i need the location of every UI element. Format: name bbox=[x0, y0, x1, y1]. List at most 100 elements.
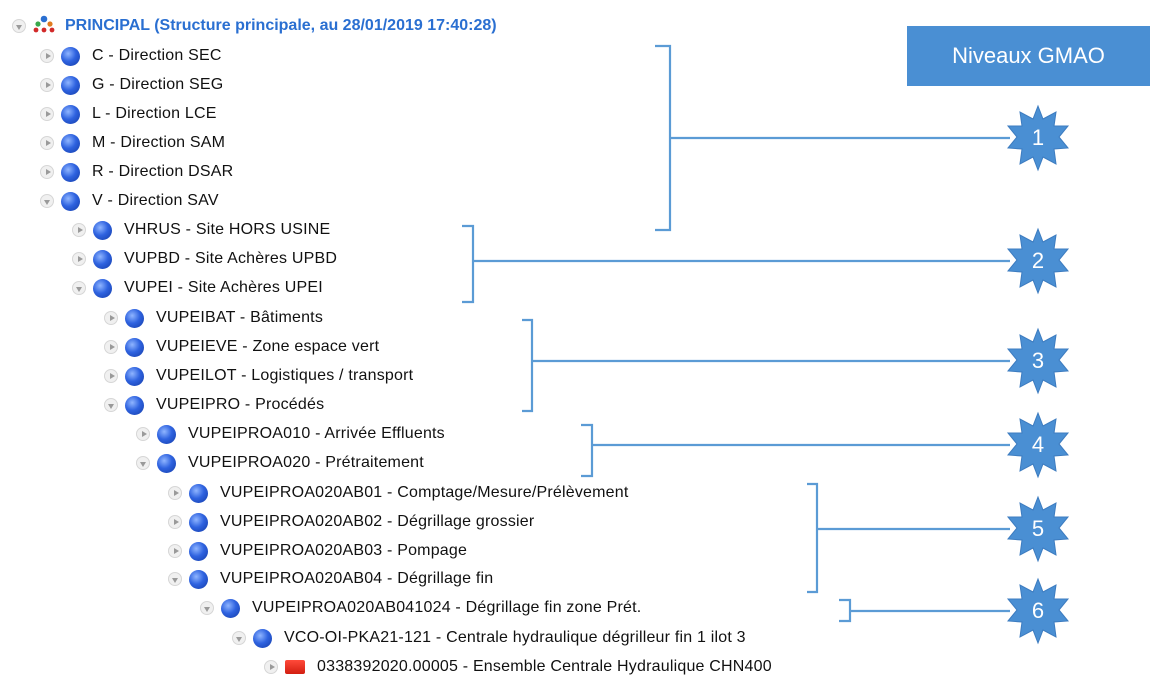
tree-node-label[interactable]: G - Direction SEG bbox=[92, 76, 224, 93]
collapse-icon[interactable] bbox=[136, 456, 150, 470]
tree-node-label[interactable]: VUPBD - Site Achères UPBD bbox=[124, 250, 338, 267]
level-badge-2-label: 2 bbox=[1032, 248, 1044, 273]
blue-sphere-icon bbox=[157, 424, 176, 444]
tree-node-label[interactable]: VUPEIEVE - Zone espace vert bbox=[156, 338, 380, 355]
blue-sphere-icon bbox=[125, 337, 144, 357]
level-badge-2: 2 bbox=[1006, 227, 1070, 295]
tree-node[interactable]: 0338392020.00005 - Ensemble Centrale Hyd… bbox=[264, 655, 772, 679]
blue-sphere-icon bbox=[253, 628, 272, 648]
collapse-icon[interactable] bbox=[168, 572, 182, 586]
tree-node[interactable]: VUPEIPROA020AB02 - Dégrillage grossier bbox=[168, 510, 534, 534]
expand-icon[interactable] bbox=[72, 223, 86, 237]
tree-node[interactable]: M - Direction SAM bbox=[40, 131, 225, 155]
tree-node-label[interactable]: VUPEIPROA020AB04 - Dégrillage fin bbox=[220, 570, 494, 587]
collapse-icon[interactable] bbox=[40, 194, 54, 208]
expand-icon[interactable] bbox=[72, 252, 86, 266]
tree-node-label[interactable]: C - Direction SEC bbox=[92, 47, 222, 64]
tree-root-label[interactable]: PRINCIPAL (Structure principale, au 28/0… bbox=[65, 17, 497, 34]
level-badge-4-label: 4 bbox=[1032, 432, 1044, 457]
bracket-4 bbox=[581, 423, 594, 478]
level-badge-1-label: 1 bbox=[1032, 125, 1044, 150]
tree-node[interactable]: VUPEIPROA020AB04 - Dégrillage fin bbox=[168, 567, 493, 591]
tree-node[interactable]: VUPEIPROA010 - Arrivée Effluents bbox=[136, 422, 445, 446]
level-badge-3-label: 3 bbox=[1032, 348, 1044, 373]
collapse-icon[interactable] bbox=[200, 601, 214, 615]
expand-icon[interactable] bbox=[104, 369, 118, 383]
level-badge-6-label: 6 bbox=[1032, 598, 1044, 623]
collapse-icon[interactable] bbox=[72, 281, 86, 295]
tree-node[interactable]: VUPEIPROA020AB03 - Pompage bbox=[168, 539, 467, 563]
tree-node-label[interactable]: VUPEIPRO - Procédés bbox=[156, 396, 325, 413]
tree-node[interactable]: VUPBD - Site Achères UPBD bbox=[72, 247, 337, 271]
tree-root[interactable]: PRINCIPAL (Structure principale, au 28/0… bbox=[12, 14, 497, 38]
level-badge-1: 1 bbox=[1006, 104, 1070, 172]
blue-sphere-icon bbox=[61, 46, 80, 66]
tree-node-label[interactable]: VUPEIPROA020AB041024 - Dégrillage fin zo… bbox=[252, 599, 642, 616]
tree-node[interactable]: VUPEIPROA020 - Prétraitement bbox=[136, 451, 424, 475]
expand-icon[interactable] bbox=[264, 660, 278, 674]
tree-node-label[interactable]: M - Direction SAM bbox=[92, 134, 226, 151]
tree-node[interactable]: VUPEI - Site Achères UPEI bbox=[72, 276, 323, 300]
expand-icon[interactable] bbox=[40, 165, 54, 179]
tree-node[interactable]: R - Direction DSAR bbox=[40, 160, 233, 184]
bracket-1 bbox=[655, 44, 672, 232]
tree-node[interactable]: VHRUS - Site HORS USINE bbox=[72, 218, 330, 242]
blue-sphere-icon bbox=[93, 278, 112, 298]
tree-node[interactable]: VUPEILOT - Logistiques / transport bbox=[104, 364, 413, 388]
expand-icon[interactable] bbox=[168, 515, 182, 529]
tree-node-label[interactable]: VHRUS - Site HORS USINE bbox=[124, 221, 331, 238]
blue-sphere-icon bbox=[93, 249, 112, 269]
tree-node-label[interactable]: VCO-OI-PKA21-121 - Centrale hydraulique … bbox=[284, 629, 746, 646]
blue-sphere-icon bbox=[61, 104, 80, 124]
blue-sphere-icon bbox=[93, 220, 112, 240]
tree-node-label[interactable]: VUPEIPROA020AB02 - Dégrillage grossier bbox=[220, 513, 535, 530]
blue-sphere-icon bbox=[125, 366, 144, 386]
tree-node[interactable]: V - Direction SAV bbox=[40, 189, 219, 213]
collapse-icon[interactable] bbox=[232, 631, 246, 645]
tree-node[interactable]: VUPEIBAT - Bâtiments bbox=[104, 306, 323, 330]
expand-icon[interactable] bbox=[40, 49, 54, 63]
tree-node[interactable]: VUPEIPROA020AB01 - Comptage/Mesure/Prélè… bbox=[168, 481, 629, 505]
blue-sphere-icon bbox=[189, 512, 208, 532]
expand-icon[interactable] bbox=[104, 340, 118, 354]
level-badge-6: 6 bbox=[1006, 577, 1070, 645]
expand-icon[interactable] bbox=[168, 486, 182, 500]
level-badge-5: 5 bbox=[1006, 495, 1070, 563]
tree-node[interactable]: VUPEIPRO - Procédés bbox=[104, 393, 324, 417]
tree-node[interactable]: C - Direction SEC bbox=[40, 44, 222, 68]
tree-node-label[interactable]: 0338392020.00005 - Ensemble Centrale Hyd… bbox=[317, 658, 772, 675]
blue-sphere-icon bbox=[61, 191, 80, 211]
bracket-6 bbox=[839, 598, 852, 623]
tree-node-label[interactable]: VUPEILOT - Logistiques / transport bbox=[156, 367, 414, 384]
bracket-5 bbox=[807, 482, 819, 594]
bracket-3 bbox=[522, 318, 534, 413]
collapse-icon[interactable] bbox=[104, 398, 118, 412]
tree-node-label[interactable]: V - Direction SAV bbox=[92, 192, 219, 209]
level-badge-3: 3 bbox=[1006, 327, 1070, 395]
tree-node-label[interactable]: VUPEIPROA010 - Arrivée Effluents bbox=[188, 425, 445, 442]
tree-node[interactable]: VUPEIPROA020AB041024 - Dégrillage fin zo… bbox=[200, 596, 641, 620]
tree-node-label[interactable]: VUPEIPROA020 - Prétraitement bbox=[188, 454, 424, 471]
tree-node-label[interactable]: L - Direction LCE bbox=[92, 105, 217, 122]
tree-node[interactable]: L - Direction LCE bbox=[40, 102, 217, 126]
tree-node-label[interactable]: VUPEIBAT - Bâtiments bbox=[156, 309, 324, 326]
expand-icon[interactable] bbox=[104, 311, 118, 325]
blue-sphere-icon bbox=[157, 453, 176, 473]
tree-node[interactable]: VCO-OI-PKA21-121 - Centrale hydraulique … bbox=[232, 626, 746, 650]
tree-node-label[interactable]: R - Direction DSAR bbox=[92, 163, 234, 180]
expand-icon[interactable] bbox=[40, 107, 54, 121]
blue-sphere-icon bbox=[189, 569, 208, 589]
expand-icon[interactable] bbox=[40, 78, 54, 92]
tree-node[interactable]: G - Direction SEG bbox=[40, 73, 223, 97]
expand-icon[interactable] bbox=[40, 136, 54, 150]
blue-sphere-icon bbox=[61, 75, 80, 95]
tree-node-label[interactable]: VUPEI - Site Achères UPEI bbox=[124, 279, 323, 296]
expand-icon[interactable] bbox=[136, 427, 150, 441]
tree-node[interactable]: VUPEIEVE - Zone espace vert bbox=[104, 335, 379, 359]
tree-node-label[interactable]: VUPEIPROA020AB01 - Comptage/Mesure/Prélè… bbox=[220, 484, 629, 501]
tree-node-label[interactable]: VUPEIPROA020AB03 - Pompage bbox=[220, 542, 468, 559]
expand-icon[interactable] bbox=[168, 544, 182, 558]
level-badge-4: 4 bbox=[1006, 411, 1070, 479]
collapse-icon[interactable] bbox=[12, 19, 26, 33]
niveaux-gmao-title: Niveaux GMAO bbox=[907, 26, 1150, 86]
